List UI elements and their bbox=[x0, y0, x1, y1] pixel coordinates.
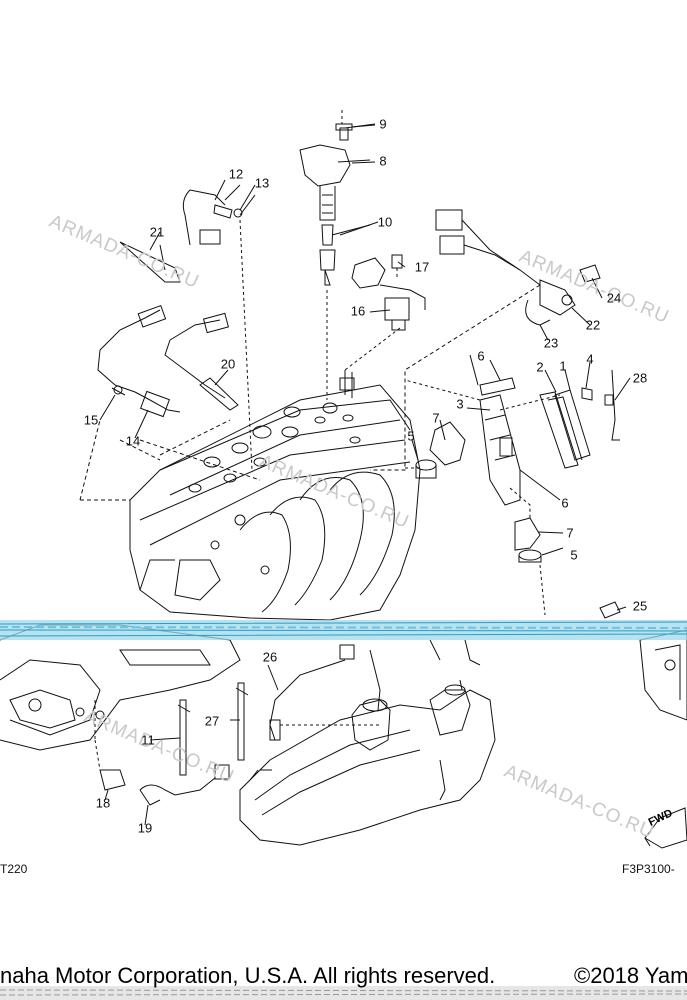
callout-9[interactable]: 9 bbox=[379, 116, 387, 132]
callout-14[interactable]: 14 bbox=[125, 433, 141, 449]
callout-18[interactable]: 18 bbox=[95, 795, 111, 811]
callout-25[interactable]: 25 bbox=[632, 598, 648, 614]
cylinder-head-drawing bbox=[129, 370, 421, 621]
callout-7[interactable]: 7 bbox=[432, 410, 440, 426]
callout-21[interactable]: 21 bbox=[149, 224, 165, 240]
copyright-text: naha Motor Corporation, U.S.A. All right… bbox=[0, 963, 496, 988]
sensor-14-drawing bbox=[79, 304, 261, 501]
callout-13[interactable]: 13 bbox=[254, 175, 270, 191]
ignition-coil-drawing bbox=[299, 110, 376, 400]
callout-10[interactable]: 10 bbox=[377, 214, 393, 230]
callout-23[interactable]: 23 bbox=[543, 335, 559, 351]
callout-5[interactable]: 5 bbox=[570, 547, 578, 563]
lower-sensors-drawing bbox=[94, 601, 621, 806]
callout-20[interactable]: 20 bbox=[220, 356, 236, 372]
callout-26[interactable]: 26 bbox=[262, 649, 278, 665]
callout-16[interactable]: 16 bbox=[350, 303, 366, 319]
callout-4[interactable]: 4 bbox=[586, 351, 594, 367]
sensor-12-drawing bbox=[119, 184, 256, 471]
callout-2[interactable]: 2 bbox=[536, 359, 544, 375]
callout-15[interactable]: 15 bbox=[83, 412, 99, 428]
callout-1[interactable]: 1 bbox=[559, 358, 567, 374]
sensor-16-drawing bbox=[344, 254, 426, 371]
callout-11[interactable]: 11 bbox=[141, 732, 155, 748]
callout-6[interactable]: 6 bbox=[477, 348, 485, 364]
callout-12[interactable]: 12 bbox=[228, 166, 244, 182]
bracket-assembly-drawing bbox=[404, 354, 620, 616]
callout-6[interactable]: 6 bbox=[561, 495, 569, 511]
callout-3[interactable]: 3 bbox=[456, 396, 464, 412]
leader-lines bbox=[99, 124, 631, 826]
callout-22[interactable]: 22 bbox=[585, 317, 601, 333]
callout-17[interactable]: 17 bbox=[414, 259, 430, 275]
callout-7[interactable]: 7 bbox=[566, 525, 574, 541]
ref-code-right: F3P3100- bbox=[622, 862, 675, 876]
copyright-year: ©2018 Yam bbox=[574, 963, 687, 988]
fwd-arrow-icon bbox=[644, 807, 687, 849]
callout-27[interactable]: 27 bbox=[204, 713, 220, 729]
callout-19[interactable]: 19 bbox=[137, 820, 153, 836]
harness-22-drawing bbox=[370, 209, 601, 471]
exhaust-manifold-drawing bbox=[239, 679, 496, 846]
ref-code-left: T220 bbox=[0, 862, 28, 876]
callout-24[interactable]: 24 bbox=[606, 290, 622, 306]
callout-8[interactable]: 8 bbox=[379, 153, 387, 169]
callout-5[interactable]: 5 bbox=[407, 428, 415, 444]
scan-artifact-band bbox=[0, 620, 687, 1000]
callout-28[interactable]: 28 bbox=[632, 370, 648, 386]
